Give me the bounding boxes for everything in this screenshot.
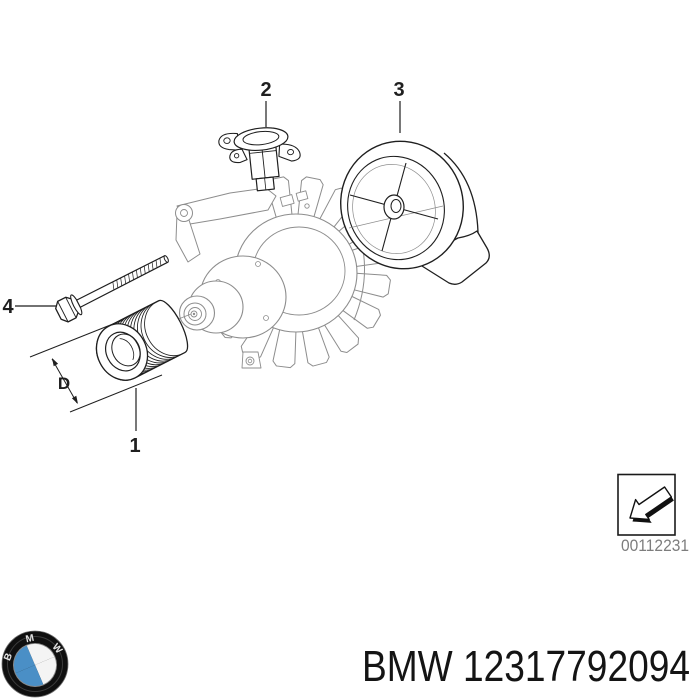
- change-arrow-stamp-icon: [629, 486, 674, 523]
- dimension-arrow: [52, 358, 59, 367]
- logo-letter-b: B: [2, 652, 15, 663]
- part-callout-3: 3: [393, 79, 404, 101]
- callouts: 1 2 3 4: [2, 79, 404, 457]
- part-callout-1: 1: [129, 435, 140, 457]
- dimension-arrow: [71, 395, 78, 404]
- stamp: 00112231: [617, 473, 689, 555]
- part-callout-4: 4: [2, 296, 14, 318]
- footer-part-text: BMW 12317792094: [362, 642, 690, 691]
- dimension-d: D: [29, 319, 163, 413]
- alternator-assembly-drawing: [170, 175, 392, 369]
- dimension-label: D: [58, 374, 70, 393]
- bolt-threads: [112, 257, 162, 290]
- pulley-drawing: [95, 299, 189, 381]
- bmw-roundel-logo: B M W: [1, 630, 69, 698]
- logo-letter-m: M: [25, 633, 35, 645]
- part-callout-2: 2: [260, 79, 271, 101]
- protective-cap-drawing: [340, 140, 490, 285]
- stamp-code: 00112231: [621, 537, 689, 555]
- bolt-drawing: [55, 255, 169, 323]
- footer: B M W BMW 12317792094: [1, 630, 690, 698]
- voltage-regulator-drawing: [218, 127, 301, 192]
